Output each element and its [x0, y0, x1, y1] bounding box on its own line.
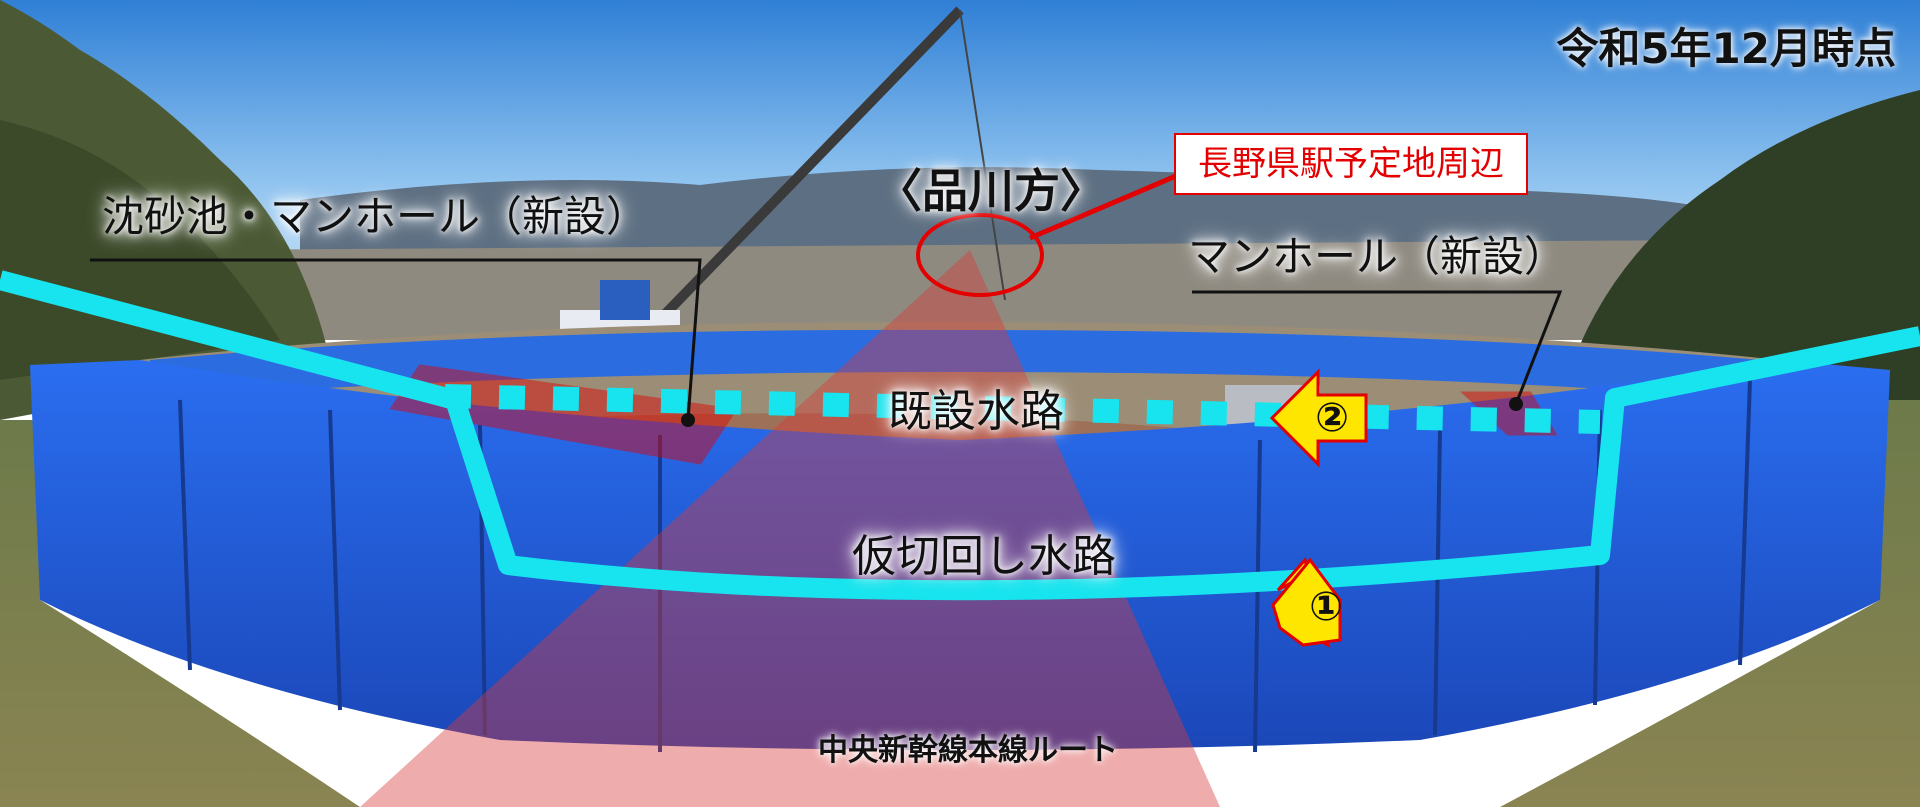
grass-right	[1500, 400, 1920, 807]
temporary-channel-label: 仮切回し水路	[852, 531, 1116, 582]
direction-label: 〈品川方〉	[876, 164, 1106, 218]
manhole-dot	[1509, 397, 1523, 411]
left-hill-shadow	[0, 120, 280, 380]
crane-cable	[959, 9, 1006, 301]
sediment-dot	[681, 413, 695, 427]
fence-posts	[178, 379, 1752, 753]
manhole-leader	[1192, 290, 1563, 405]
marker-2: ②	[1315, 395, 1349, 441]
sediment-leader	[90, 258, 702, 421]
crane-boom	[636, 6, 964, 344]
sediment-basin-label: 沈砂池・マンホール（新設）	[102, 192, 649, 241]
station-area-pointer	[1029, 167, 1191, 241]
manhole-label: マンホール（新設）	[1188, 232, 1567, 281]
station-area-circle	[916, 213, 1044, 297]
flow-arrow-2	[1269, 368, 1368, 468]
station-area-label: 長野県駅予定地周辺	[1174, 133, 1528, 195]
flow-arrow-1-body	[1271, 557, 1342, 647]
date-label: 令和5年12月時点	[1556, 24, 1896, 73]
main-route-band	[360, 250, 1220, 807]
front-fence	[30, 360, 1890, 750]
temporary-channel-line	[0, 270, 1920, 601]
main-route-label: 中央新幹線本線ルート	[818, 733, 1118, 768]
crane-cab	[600, 280, 650, 320]
grass-left	[0, 420, 360, 807]
back-fence	[150, 329, 1760, 400]
marker-1: ①	[1309, 584, 1343, 630]
right-trees	[1560, 90, 1920, 420]
existing-channel-label: 既設水路	[888, 386, 1064, 437]
